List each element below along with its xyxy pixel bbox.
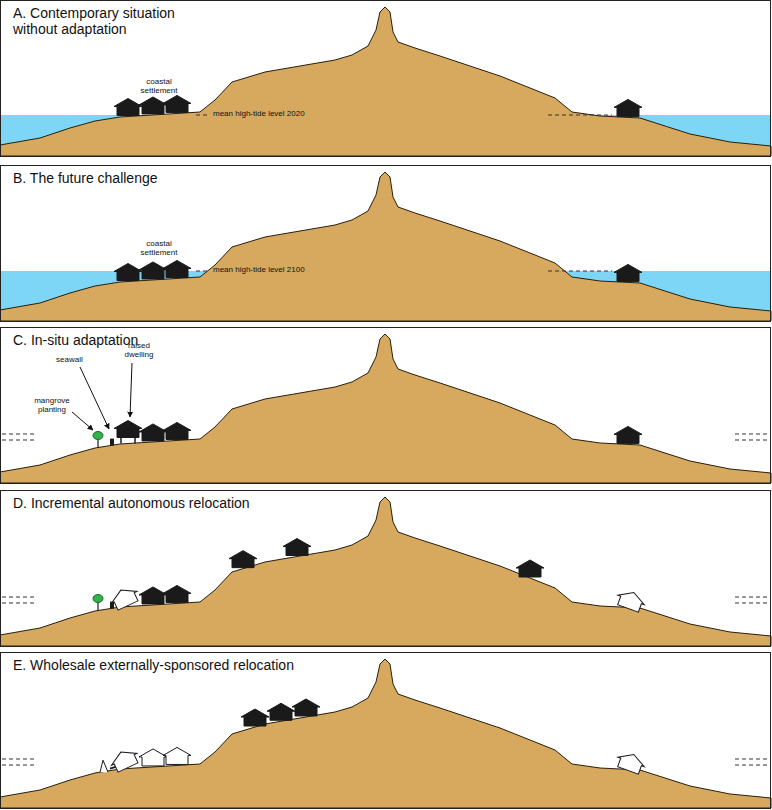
house-symbol [516,560,544,577]
tide-marker [735,759,769,760]
tide-marker [735,434,769,435]
stilt [134,438,136,444]
panel-frame: D. Incremental autonomous relocation [0,490,771,647]
abandoned-house [163,747,191,764]
annotation-label: coastal settlement [136,240,182,258]
tide-marker [2,597,34,598]
house-symbol [114,421,142,438]
island-profile [0,659,771,808]
island-profile [0,172,771,321]
leader-arrow [130,363,132,417]
house-symbol [139,424,167,441]
house-symbol [614,99,642,116]
house-symbol [229,551,257,568]
panel-frame: A. Contemporary situation without adapta… [0,0,771,157]
panel-frame: C. In-situ adaptation [0,327,771,484]
panel-illustration [0,172,771,321]
panel-illustration [0,659,771,808]
house-symbol [163,585,191,602]
panel-title: B. The future challenge [13,170,770,186]
abandoned-house [108,584,141,611]
annotation-label: mangrove planting [28,397,76,415]
tide-marker [2,440,34,441]
abandoned-house [615,588,647,614]
house-symbol [139,97,167,114]
tide-line [548,115,612,116]
mangrove-symbol [93,432,103,440]
house-symbol [163,422,191,439]
house-symbol [163,95,191,112]
house-symbol [114,264,142,281]
panel-title: E. Wholesale externally-sponsored reloca… [13,657,770,673]
leader-arrow [80,367,109,429]
house-symbol [614,264,642,281]
panel-illustration [0,497,771,646]
house-symbol [114,99,142,116]
tide-marker [735,765,769,766]
tide-line [196,115,210,116]
house-symbol [292,699,320,716]
abandoned-house [615,750,647,776]
leader-arrow [72,412,93,430]
tide-marker [735,597,769,598]
house-symbol [139,587,167,604]
tide-marker [2,759,34,760]
house-symbol [241,709,269,726]
mangrove-symbol [93,595,103,603]
tide-marker [2,434,34,435]
panel-title: C. In-situ adaptation [13,332,770,348]
island-profile [0,497,771,646]
panel-title: D. Incremental autonomous relocation [13,495,770,511]
panel-frame: E. Wholesale externally-sponsored reloca… [0,652,771,809]
annotation-label: mean high-tide level 2100 [213,266,353,275]
abandoned-house [108,746,141,773]
seawall-symbol [110,439,114,446]
annotation-label: seawall [56,356,96,365]
house-symbol [267,703,295,720]
tide-marker [2,765,34,766]
panel-title: A. Contemporary situation without adapta… [13,5,223,37]
island-profile [0,334,771,483]
house-symbol [283,539,311,556]
annotation-label: coastal settlement [136,78,182,96]
tide-marker [735,603,769,604]
tide-line [196,271,210,272]
annotation-label: raised dwelling [118,342,160,360]
ruined-mangrove [100,760,108,772]
tide-line [548,271,612,272]
house-symbol [139,262,167,279]
stilt [120,438,122,444]
house-symbol [614,426,642,443]
tide-marker [2,603,34,604]
panel-frame: B. The future challenge [0,165,771,322]
panel-illustration [0,334,771,483]
house-symbol [163,260,191,277]
abandoned-house [139,749,167,766]
annotation-label: mean high-tide level 2020 [213,110,353,119]
tide-marker [735,440,769,441]
